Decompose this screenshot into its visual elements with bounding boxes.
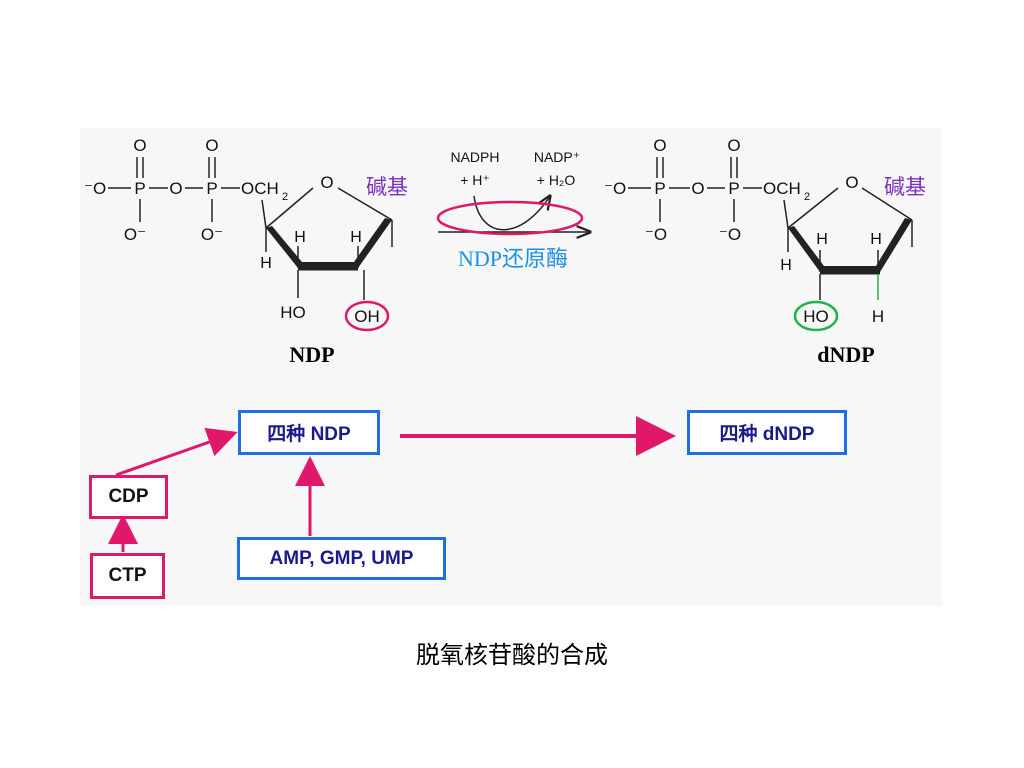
ndp-oh-c2: OH (354, 307, 380, 326)
ctp-box: CTP (90, 553, 165, 599)
ndp-name: NDP (289, 342, 334, 367)
ndp-o-minus-2: O⁻ (201, 225, 223, 244)
ctp-label: CTP (108, 565, 147, 586)
ndp-och2: OCH (241, 179, 279, 198)
cdp-to-ndp-arrow (115, 427, 238, 477)
four-dndp-box: 四种 dNDP (687, 410, 847, 455)
ndp-phosphate2-o-top: O (205, 136, 218, 155)
ndp-phosphate1-o-top: O (133, 136, 146, 155)
dndp-phosphate1-o-top: O (653, 136, 666, 155)
ndp-h-c4: H (260, 255, 272, 272)
ndp-o-minus-1: O⁻ (124, 225, 146, 244)
ndp-ho-c3: HO (280, 303, 306, 322)
dndp-bridge-oxygen: O (691, 179, 704, 198)
ndp-h-c3: H (294, 229, 306, 246)
dndp-structure: O O ⁻O P O P OCH 2 ⁻O ⁻O O H H H (604, 136, 926, 367)
ndp-phosphorus-1: P (134, 179, 145, 198)
nadp-plus-label: NADP⁺ (534, 149, 580, 165)
dndp-h-c2: H (870, 231, 882, 248)
amp-gmp-ump-box: AMP, GMP, UMP (237, 537, 446, 580)
ndp-ring-oxygen: O (320, 173, 333, 192)
slide-caption: 脱氧核苷酸的合成 (416, 641, 608, 669)
ndp-structure: O O ⁻O P O P OCH 2 O⁻ O⁻ O H H H HO (84, 136, 408, 367)
dndp-phosphorus-1: P (654, 179, 665, 198)
water-label: + H₂O (537, 172, 576, 188)
dndp-minus-o-2: ⁻O (719, 225, 741, 244)
dndp-ho-highlight-circle (793, 300, 839, 332)
cdp-label: CDP (108, 486, 149, 507)
ndp-och2-subscript: 2 (282, 191, 288, 203)
ndp-phosphorus-2: P (206, 179, 217, 198)
dndp-h-green: H (872, 307, 884, 326)
dndp-h-c3: H (816, 231, 828, 248)
reaction-arrow-group: NADPH + H⁺ NADP⁺ + H₂O NDP还原酶 (436, 149, 590, 271)
ndp-base-label: 碱基 (366, 175, 408, 199)
dndp-name: dNDP (817, 342, 874, 367)
dndp-minus-o-1: ⁻O (645, 225, 667, 244)
enzyme-label: NDP还原酶 (458, 246, 568, 271)
four-ndp-box: 四种 NDP (238, 410, 380, 455)
ndp-bridge-oxygen: O (169, 179, 182, 198)
dndp-base-label: 碱基 (884, 175, 926, 199)
dndp-och2-subscript: 2 (804, 191, 810, 203)
cofactor-curved-arrow (473, 196, 550, 231)
ndp-neg-oxygen: ⁻O (84, 179, 106, 198)
dndp-phosphate2-o-top: O (727, 136, 740, 155)
four-dndp-label: 四种 dNDP (719, 424, 815, 445)
dndp-ho-c3: HO (803, 307, 829, 326)
nadph-label: NADPH (450, 149, 499, 165)
dndp-ring-oxygen: O (845, 173, 858, 192)
background-panel (80, 128, 942, 606)
flow-arrows (108, 416, 676, 552)
reaction-highlight-ellipse (436, 200, 584, 236)
ndp-h-c2: H (350, 229, 362, 246)
h-plus-label: + H⁺ (460, 172, 490, 188)
four-ndp-label: 四种 NDP (267, 424, 351, 445)
amp-gmp-ump-label: AMP, GMP, UMP (269, 547, 414, 569)
dndp-och2: OCH (763, 179, 801, 198)
ndp-oh-highlight-circle (344, 300, 390, 332)
cdp-box: CDP (89, 475, 168, 519)
dndp-h-c4: H (780, 257, 792, 274)
dndp-neg-oxygen: ⁻O (604, 179, 626, 198)
dndp-phosphorus-2: P (728, 179, 739, 198)
